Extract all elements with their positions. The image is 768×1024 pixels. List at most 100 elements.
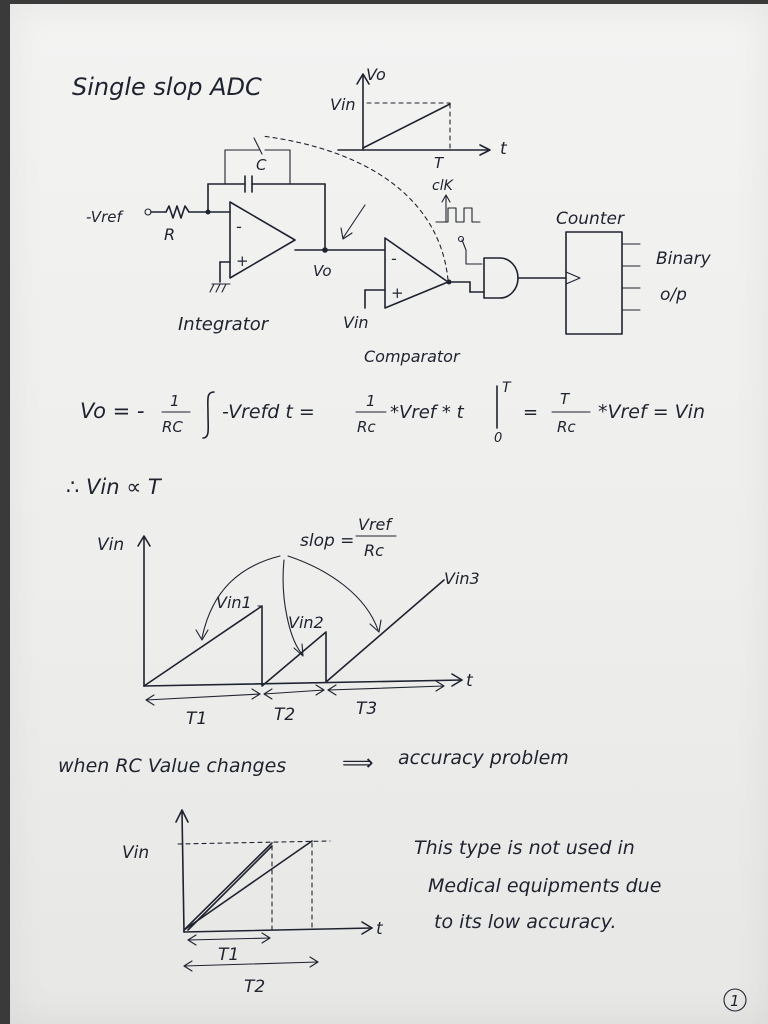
integrator-plus: +	[236, 252, 249, 270]
input-terminal	[144, 208, 152, 216]
acc-vin-level	[177, 840, 331, 845]
and-gate	[483, 257, 519, 299]
resistor-r	[165, 205, 190, 219]
acc-x-axis	[183, 927, 373, 933]
vo-node-label: Vo	[313, 262, 332, 280]
eq-rhs: *Vref = Vin	[598, 401, 705, 423]
side-note-line-1: This type is not used in	[414, 837, 635, 859]
integrator-opamp	[229, 201, 296, 279]
eq-equals: =	[523, 402, 538, 423]
acc-y-label: Vin	[122, 843, 149, 863]
acc-x-label: t	[376, 919, 384, 939]
slope-denominator: Rc	[364, 541, 384, 560]
acc-ramp-steep-2	[187, 845, 273, 931]
vin3-label: Vin3	[444, 569, 480, 588]
eq-frac3-num: T	[560, 390, 571, 408]
eq-lhs: Vo = -	[80, 399, 145, 423]
eq-frac2-num: 1	[366, 392, 376, 410]
binary-label: Binary	[656, 249, 712, 269]
clk-arrow	[441, 194, 451, 223]
clk-label: clK	[432, 178, 455, 194]
page-number-circle	[723, 988, 747, 1012]
acc-t2-label: T2	[244, 977, 265, 997]
eq-frac1-num: 1	[170, 392, 180, 410]
counter-label: Counter	[556, 209, 625, 229]
page-title: Single slop ADC	[72, 73, 262, 101]
ramp-line	[362, 103, 451, 149]
acc-y-axis	[181, 811, 185, 933]
accuracy-problem-text: accuracy problem	[398, 747, 569, 769]
t2-dimension	[263, 689, 325, 695]
vo-pointer-arrow	[342, 204, 366, 239]
eq-middle: *Vref * t	[390, 402, 465, 423]
counter-clock-input	[565, 271, 581, 285]
eq-integral-body: -Vrefd t =	[222, 401, 315, 423]
x-axis-arrow	[479, 144, 491, 156]
t2-label: T2	[274, 705, 295, 725]
eq-upper-limit: T	[502, 380, 512, 396]
eq-frac1-den: RC	[162, 418, 183, 436]
sawtooth-plot: Vin t slop = Vref Rc Vin1 Vin2 Vin3 T1 T…	[97, 515, 480, 729]
capacitor-label: C	[256, 156, 267, 174]
t3-label: T3	[356, 699, 377, 719]
integrator-label: Integrator	[178, 314, 270, 335]
counter-block	[565, 231, 623, 335]
ground-icon	[209, 283, 231, 293]
acc-t2-heads	[183, 956, 319, 972]
resistor-label: R	[164, 225, 175, 244]
clock-terminal	[457, 235, 465, 243]
vin2-label: Vin2	[288, 613, 324, 632]
rc-change-note: when RC Value changes	[58, 755, 286, 777]
vref-input-label: -Vref	[86, 208, 124, 226]
saw-x-axis	[143, 679, 463, 687]
acc-t1-heads	[187, 932, 271, 946]
accuracy-plot: Vin t T1 T2	[122, 809, 384, 997]
clock-waveform	[435, 207, 481, 223]
vin1-label: Vin1	[216, 593, 252, 612]
notebook-page	[10, 4, 768, 1024]
side-note-line-2: Medical equipments due	[428, 875, 661, 897]
reset-control-dashed	[261, 135, 449, 281]
eq-lower-limit: 0	[494, 431, 502, 446]
vo-pointer-head	[340, 227, 353, 240]
t1-label: T1	[186, 709, 207, 729]
slope-arrow-1	[201, 555, 281, 639]
comparator-plus: +	[391, 284, 404, 302]
saw-x-label: t	[466, 671, 474, 691]
slope-arrowhead-2	[293, 643, 304, 657]
eq-frac2-den: Rc	[357, 418, 376, 436]
implies-arrow: ⟹	[342, 751, 374, 776]
comparator-vin-label: Vin	[343, 313, 369, 332]
page-number: 1	[730, 992, 740, 1010]
acc-t1-label: T1	[218, 945, 239, 965]
comparator-opamp	[384, 237, 449, 309]
t-axis-label: t	[500, 139, 508, 159]
y-axis-arrow	[356, 73, 370, 85]
slope-arrowhead-1	[195, 629, 209, 641]
saw-y-arrow	[137, 535, 151, 547]
slope-arrowhead-3	[369, 619, 382, 633]
comparator-label: Comparator	[364, 347, 461, 366]
integral-sign	[202, 391, 215, 439]
slope-arrow-2	[282, 559, 303, 655]
eq-frac3-den: Rc	[557, 418, 576, 436]
integrator-minus: -	[236, 217, 242, 236]
acc-t1-dimension	[187, 937, 271, 941]
vo-axis-label: Vo	[366, 65, 386, 84]
side-note-line-3: to its low accuracy.	[434, 911, 617, 933]
acc-y-arrow	[175, 809, 189, 823]
vo-node	[322, 247, 328, 253]
adc-circuit: - + - + clK	[86, 135, 712, 366]
acc-t2-dimension	[183, 961, 319, 967]
clock-wire	[461, 239, 483, 265]
acc-x-arrow	[361, 921, 373, 935]
proportionality-result: ∴ Vin ∝ T	[66, 475, 163, 499]
output-label: o/p	[660, 285, 687, 305]
integral-equation: Vo = - 1 RC -Vrefd t = 1 Rc *Vref * t T …	[80, 380, 705, 446]
integrator-output-plot: Vo Vin t T	[330, 65, 508, 172]
reset-switch	[224, 149, 291, 185]
saw-y-label: Vin	[97, 535, 124, 555]
t-tick-label: T	[434, 154, 445, 172]
t1-dimension-heads	[145, 688, 261, 706]
t1-dimension	[145, 693, 261, 701]
